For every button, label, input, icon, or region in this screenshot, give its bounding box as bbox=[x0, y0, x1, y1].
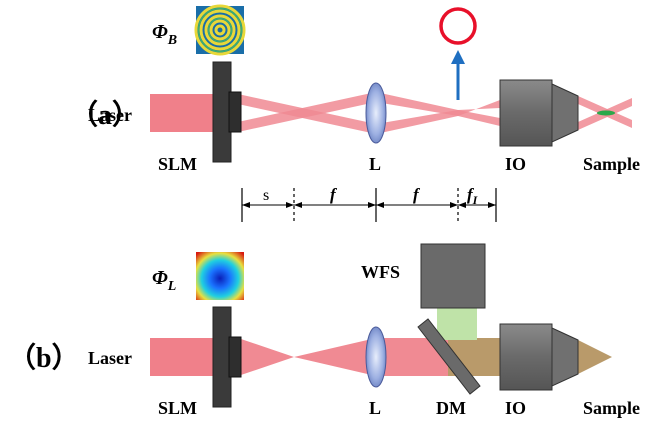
objective-label-a: IO bbox=[505, 154, 526, 174]
laser-label-a: Laser bbox=[88, 105, 132, 125]
lens-label-a: L bbox=[369, 154, 381, 174]
objective-a bbox=[499, 79, 553, 147]
beam-to-ring-lower-a bbox=[376, 110, 458, 134]
slm-a-block bbox=[228, 91, 242, 133]
objective-b bbox=[499, 323, 553, 391]
beam-sample-cone-b bbox=[578, 340, 612, 374]
lens-label-b: L bbox=[369, 398, 381, 418]
slm-label-a: SLM bbox=[158, 154, 197, 174]
objective-nose-a bbox=[551, 83, 579, 143]
beam-diverge-b bbox=[294, 338, 376, 376]
slm-a bbox=[212, 61, 232, 163]
dichroic-mirror-b bbox=[417, 318, 481, 395]
beam-converge-b bbox=[238, 338, 294, 376]
sample-label-a: Sample bbox=[583, 154, 640, 174]
objective-label-b: IO bbox=[505, 398, 526, 418]
panel-label-a: （a） bbox=[70, 98, 140, 131]
distance-f1: f bbox=[330, 185, 338, 204]
focus-spot-a bbox=[597, 110, 615, 116]
beam-to-wfs-b bbox=[437, 306, 477, 340]
beam-to-ring-upper-a bbox=[376, 92, 458, 116]
lens-b bbox=[365, 326, 387, 388]
laser-label-b: Laser bbox=[88, 348, 132, 368]
distance-fi: fI bbox=[467, 185, 479, 207]
beam-ring-io-lower-a bbox=[458, 100, 500, 116]
distance-s: s bbox=[263, 187, 269, 204]
panel-b: （b） Laser SLM L DM IO Sample WFS ΦL bbox=[8, 243, 640, 418]
lens-a bbox=[365, 82, 387, 144]
laser-beam-a bbox=[150, 94, 220, 132]
slm-label-b: SLM bbox=[158, 398, 197, 418]
wfs-label-b: WFS bbox=[361, 262, 400, 282]
beam-cross-lower-a bbox=[238, 92, 376, 132]
distance-scale: s f f fI bbox=[241, 185, 497, 222]
panel-label-b: （b） bbox=[8, 341, 80, 374]
objective-nose-b bbox=[551, 327, 579, 387]
dm-label-b: DM bbox=[436, 398, 466, 418]
laser-beam-b bbox=[150, 338, 220, 376]
phase-pattern-b bbox=[194, 4, 246, 56]
distance-f2: f bbox=[413, 185, 421, 204]
beam-ring-io-upper-a bbox=[458, 110, 500, 126]
slm-b-block bbox=[228, 336, 242, 378]
ring-intensity-a bbox=[439, 7, 477, 45]
slm-b bbox=[212, 306, 232, 408]
wfs-b bbox=[420, 243, 486, 309]
phase-label-l: ΦL bbox=[152, 267, 176, 294]
phase-pattern-l bbox=[196, 252, 244, 300]
phase-label-b: ΦB bbox=[152, 21, 177, 48]
arrow-head-a bbox=[451, 50, 465, 64]
sample-label-b: Sample bbox=[583, 398, 640, 418]
panel-a: （a） Laser SLM L IO Sample ΦB bbox=[70, 4, 640, 174]
